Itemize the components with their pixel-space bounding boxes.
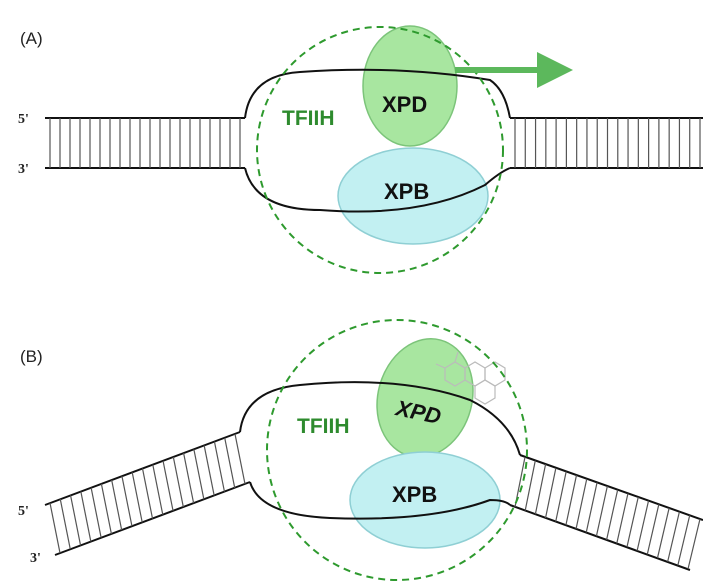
- panel-b-dna-lesion-icon: [435, 351, 506, 405]
- base-pair-rung: [234, 433, 246, 485]
- panel-a-bottom-strand-bubble: [244, 167, 511, 213]
- panel-a-xpd-label: XPD: [382, 92, 427, 117]
- base-pair-rung: [213, 441, 226, 492]
- panel-a-xpb-protein: [337, 147, 489, 245]
- base-pair-rung: [131, 472, 143, 523]
- base-pair-rung: [524, 460, 536, 511]
- base-pair-rung: [49, 502, 61, 554]
- base-pair-rung: [667, 511, 680, 562]
- panel-a-xpd-protein: [362, 25, 458, 147]
- base-pair-rung: [69, 495, 82, 546]
- base-pair-rung: [152, 464, 164, 515]
- base-pair-rung: [565, 475, 578, 526]
- base-pair-rung: [162, 460, 174, 511]
- panel-b: (B) 5' 3' TF: [18, 319, 703, 581]
- panel-a-label: (A): [20, 29, 43, 48]
- panel-b-tfiih-ring: [266, 319, 528, 581]
- base-pair-rung: [555, 471, 567, 522]
- panel-a-left-duplex: [45, 117, 245, 169]
- base-pair-rung: [111, 479, 123, 531]
- base-pair-rung: [656, 507, 670, 559]
- base-pair-rung: [80, 491, 92, 542]
- panel-a-top-strand-bubble: [244, 68, 511, 119]
- base-pair-rung: [575, 478, 588, 530]
- panel-a-tfiih-ring: [256, 26, 504, 274]
- base-pair-rung: [534, 464, 547, 515]
- base-pair-rung: [616, 493, 629, 544]
- base-pair-rung: [585, 482, 598, 533]
- panel-a-three-prime-label: 3': [18, 162, 29, 177]
- panel-b-label: (B): [20, 347, 43, 366]
- panel-a-right-duplex: [510, 117, 703, 169]
- panel-a: (A) 5' 3' TFIIH XPD XPB: [18, 25, 703, 274]
- panel-b-bottom-strand-bubble: [249, 481, 511, 520]
- base-pair-rung: [183, 453, 195, 504]
- panel-b-left-duplex: [44, 431, 251, 556]
- base-pair-rung: [141, 468, 154, 519]
- panel-a-five-prime-label: 5': [18, 112, 29, 127]
- base-pair-rung: [59, 499, 71, 550]
- base-pair-rung: [193, 449, 205, 500]
- panel-b-tfiih-label: TFIIH: [297, 415, 350, 438]
- base-pair-rung: [595, 486, 608, 537]
- panel-b-five-prime-label: 5': [18, 504, 29, 519]
- base-pair-rung: [646, 504, 660, 555]
- base-pair-rung: [172, 456, 184, 508]
- base-pair-rung: [544, 467, 557, 519]
- panel-b-xpd-protein: [376, 338, 474, 458]
- base-pair-rung: [100, 483, 112, 534]
- base-pair-rung: [636, 500, 650, 551]
- base-pair-rung: [606, 489, 619, 540]
- base-pair-rung: [90, 487, 102, 538]
- panel-a-xpb-label: XPB: [384, 179, 429, 204]
- base-pair-rung: [121, 476, 133, 527]
- panel-a-tfiih-label: TFIIH: [282, 107, 335, 130]
- panel-b-three-prime-label: 3': [30, 551, 41, 566]
- base-pair-rung: [203, 445, 215, 496]
- base-pair-rung: [687, 518, 701, 570]
- panel-b-right-duplex: [509, 454, 703, 571]
- panel-b-xpb-label: XPB: [392, 482, 437, 507]
- base-pair-rung: [224, 437, 236, 488]
- base-pair-rung: [626, 496, 639, 548]
- base-pair-rung: [677, 515, 691, 566]
- panel-b-top-strand-bubble: [239, 381, 521, 456]
